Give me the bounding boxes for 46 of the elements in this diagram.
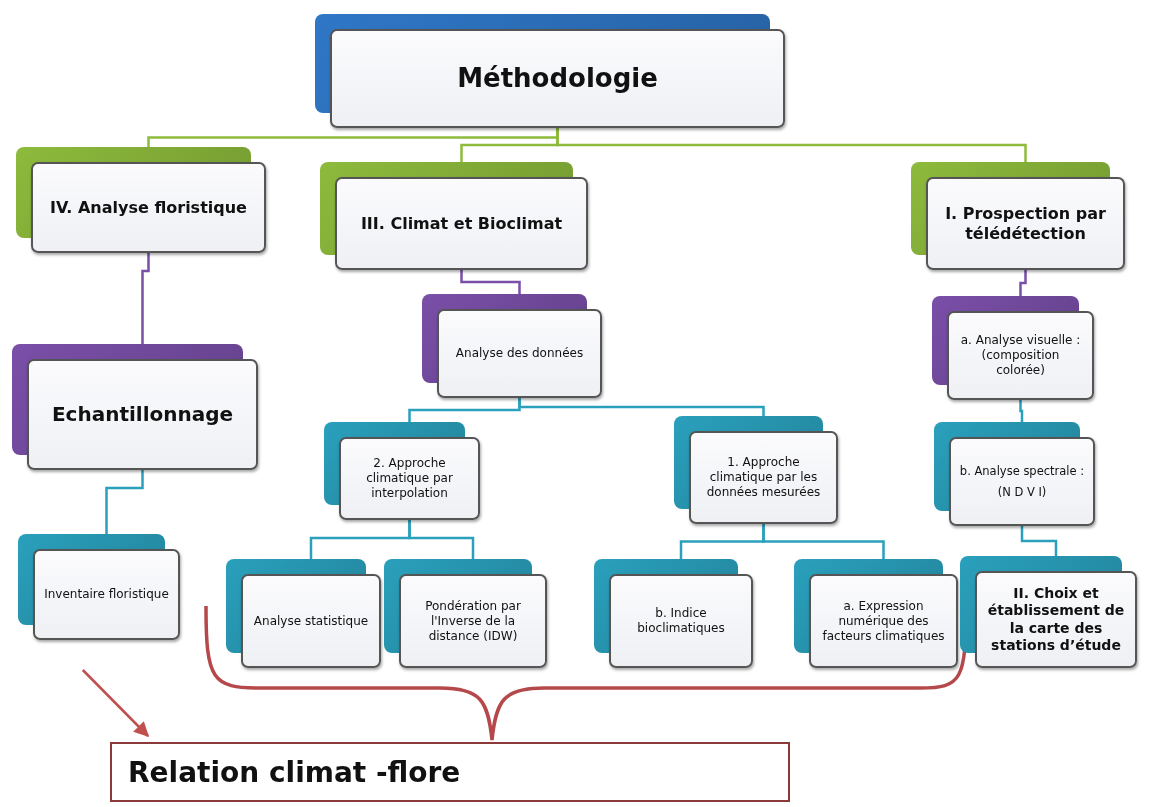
process-box	[315, 14, 785, 128]
box-label: Analyse statistique	[253, 613, 369, 629]
connector-line	[518, 398, 765, 416]
box-label: Relation climat -flore	[128, 754, 461, 790]
connector-line	[141, 253, 150, 344]
process-box	[934, 422, 1095, 526]
box-label: b. Indice bioclimatiques	[636, 606, 726, 636]
process-box	[911, 162, 1125, 270]
process-box	[16, 147, 266, 253]
box-label: (N D V I)	[997, 484, 1047, 499]
process-box	[794, 559, 958, 668]
process-box	[932, 296, 1094, 400]
connector-line	[105, 470, 144, 534]
box-label: 2. Approche climatique par interpolation	[365, 456, 454, 501]
connector-line	[408, 520, 475, 559]
box-label: Analyse des données	[455, 346, 584, 361]
box-label: IV. Analyse floristique	[50, 197, 247, 218]
process-box	[960, 556, 1137, 668]
arrow	[81, 669, 150, 738]
connector-line	[1020, 526, 1058, 556]
process-box	[594, 559, 753, 668]
connector-line	[1019, 400, 1024, 422]
box-label: a. Expression numérique des facteurs climatiques	[821, 598, 946, 644]
process-box	[674, 416, 838, 524]
process-box	[18, 534, 180, 640]
process-box	[320, 162, 588, 270]
box-label: 1. Approche climatique par les données mesurées	[705, 455, 822, 500]
process-box	[226, 559, 381, 668]
connector-line	[556, 128, 1027, 162]
box-label: II. Choix et établissement de la carte des stations d’étude	[986, 584, 1126, 655]
box-label: a. Analyse visuelle : (composition colorée)	[959, 333, 1082, 378]
process-box	[422, 294, 602, 398]
connector-line	[762, 524, 885, 559]
connector-line	[460, 270, 521, 294]
connector-line	[1019, 270, 1027, 296]
box-label: III. Climat et Bioclimat	[360, 213, 563, 234]
box-label: Méthodologie	[457, 62, 658, 95]
process-box	[384, 559, 547, 668]
box-label: I. Prospection par télédétection	[944, 203, 1107, 244]
process-box	[12, 344, 258, 470]
process-box	[324, 422, 480, 520]
box-label: b. Analyse spectrale :	[959, 464, 1085, 479]
box-label: Pondération par l'Inverse de la distance (IDW)	[424, 598, 522, 644]
box-label: Inventaire floristique	[44, 587, 169, 602]
box-label: Echantillonnage	[51, 402, 234, 427]
result-box	[110, 742, 790, 802]
